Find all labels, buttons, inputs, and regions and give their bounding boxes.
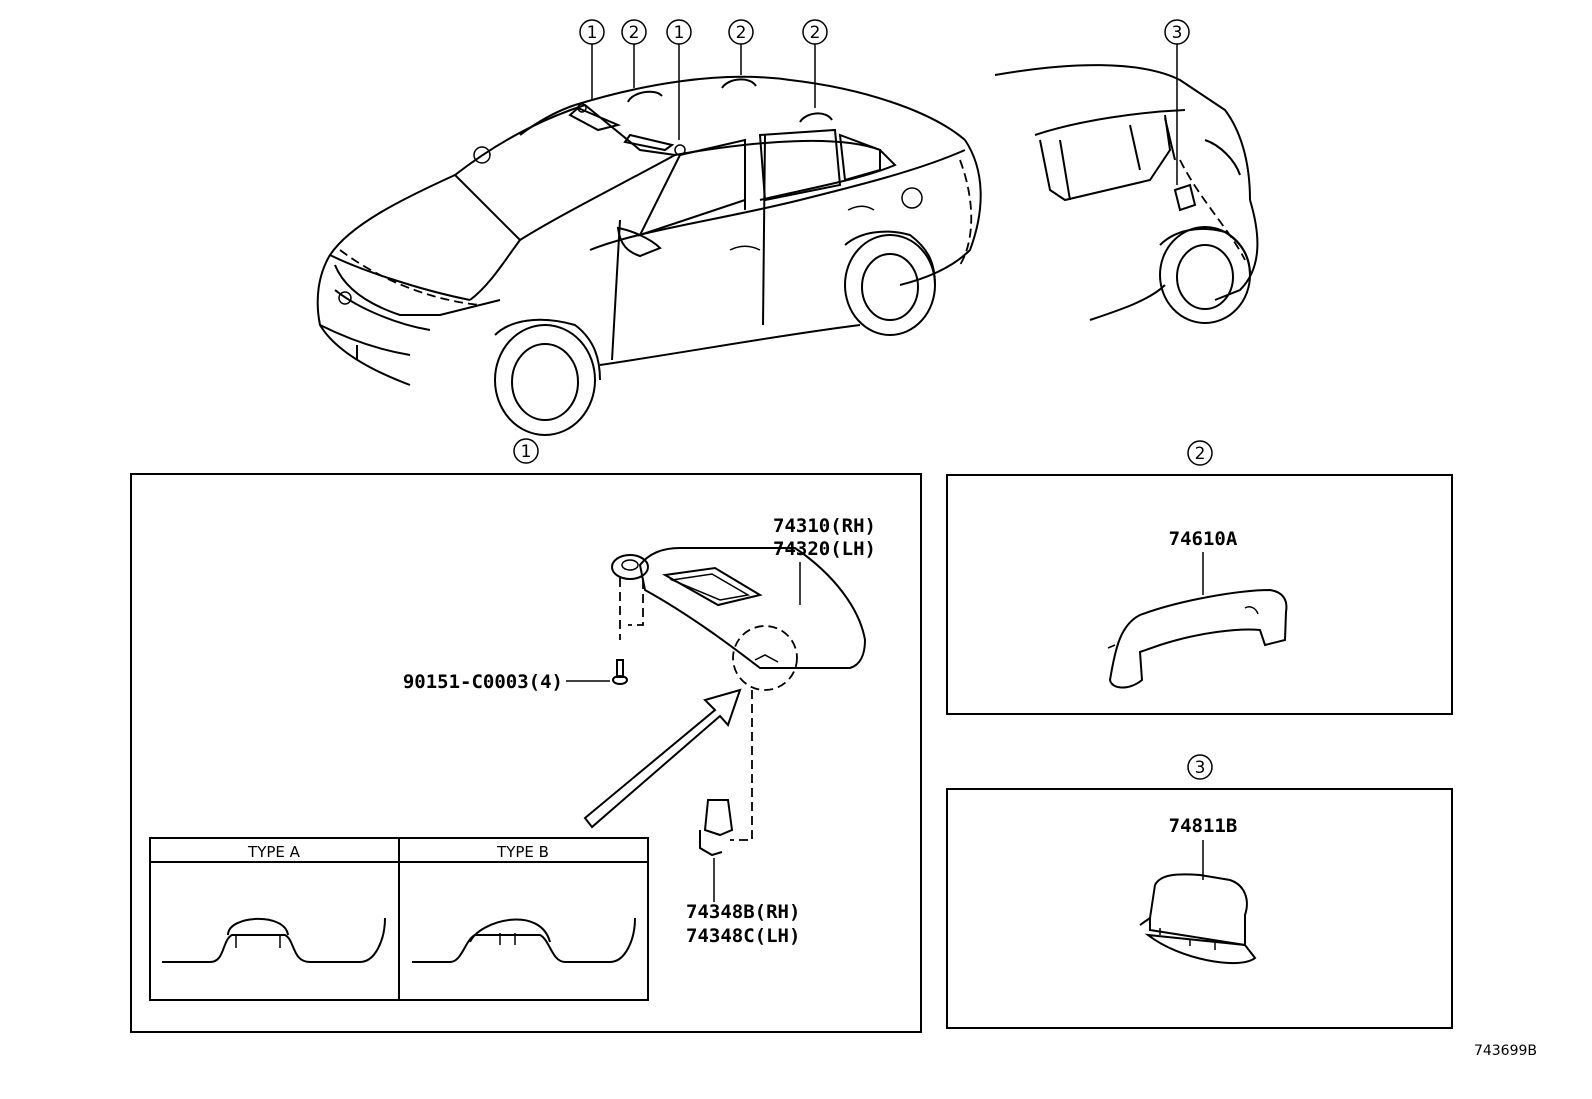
assist-grip-frame xyxy=(946,474,1453,715)
callout-2b: 2 xyxy=(736,23,747,43)
drawing-ref-number: 743699B xyxy=(1474,1043,1537,1059)
assist-grip-part xyxy=(1108,588,1288,689)
sun-visor-part xyxy=(638,547,867,669)
sun-visor-section: 1 90151-C0003(4) 74310(RH) 74320(LH) 743… xyxy=(130,438,922,1033)
rear-illustration xyxy=(994,64,1259,324)
detail-arrow xyxy=(583,688,742,829)
callout-3: 3 xyxy=(1172,23,1183,43)
callout-1b: 1 xyxy=(674,23,685,43)
cover-section: 3 74811B xyxy=(946,754,1453,1029)
type-a-sketch xyxy=(162,917,386,963)
visor-rh-label: 74310(RH) xyxy=(773,515,876,537)
visor-holder-part xyxy=(703,799,734,837)
type-b-label: TYPE B xyxy=(496,843,549,861)
type-a-label: TYPE A xyxy=(247,843,301,861)
section-1-marker: 1 xyxy=(521,442,532,462)
visor-lh-label: 74320(LH) xyxy=(773,538,876,560)
top-callouts: 1 2 1 2 2 3 xyxy=(579,19,1190,185)
section-3-marker: 3 xyxy=(1195,758,1206,778)
callout-2a: 2 xyxy=(629,23,640,43)
callout-1a: 1 xyxy=(587,23,598,43)
cover-part xyxy=(1149,873,1248,947)
screw-part-label: 90151-C0003(4) xyxy=(403,671,563,693)
type-b-sketch xyxy=(412,917,636,963)
holder-rh-label: 74348B(RH) xyxy=(686,901,800,923)
holder-lh-label: 74348C(LH) xyxy=(686,925,800,947)
callout-2c: 2 xyxy=(810,23,821,43)
cover-frame xyxy=(946,788,1453,1029)
cover-part-label: 74811B xyxy=(1169,815,1238,837)
assist-grip-part-label: 74610A xyxy=(1169,528,1238,550)
section-2-marker: 2 xyxy=(1195,444,1206,464)
sun-visor-frame xyxy=(130,473,922,1033)
sedan-illustration xyxy=(316,75,982,436)
assist-grip-section: 2 74610A xyxy=(946,440,1453,715)
